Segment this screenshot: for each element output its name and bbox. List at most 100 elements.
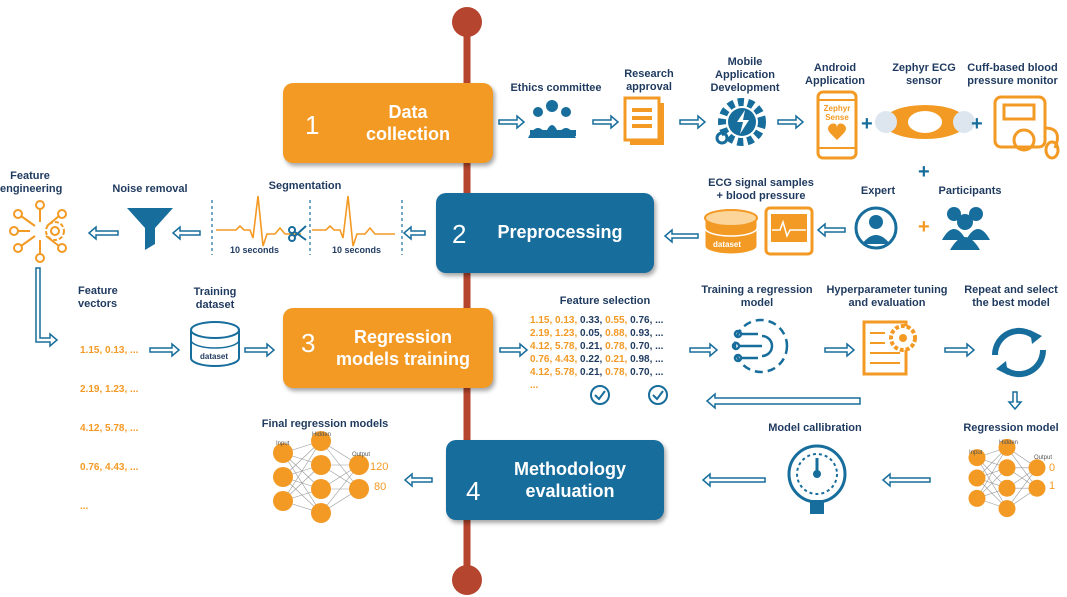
feature-selection-cell: 0.05, (577, 328, 603, 339)
feature-selection-label: Feature selection (559, 295, 651, 307)
stage-4-title: Methodology evaluation (514, 459, 626, 501)
zephyr-label: Zephyr ECG sensor (892, 62, 956, 87)
phone-icon (816, 90, 858, 160)
stage-2-number: 2 (452, 219, 467, 249)
vector-row: 1.15, 0.13, ... (80, 345, 139, 356)
expert-icon (854, 206, 898, 250)
nn-edge (282, 440, 322, 502)
vector-row: 4.12, 5.78, ... (80, 423, 139, 434)
hyperparameter-label: Hyperparameter tuning and evaluation (826, 284, 948, 309)
dataset-label-row2: dataset (713, 240, 742, 249)
stage-1-title: Data collection (365, 102, 450, 144)
participants-label: Participants (938, 185, 1002, 197)
feature-selection-cell: 0.21, (577, 341, 603, 352)
feature-selection-row: 4.12, 5.78, 0.21, 0.78, 0.70, ... (530, 340, 663, 353)
feature-selection-table: 1.15, 0.13, 0.33, 0.55, 0.76, ...2.19, 1… (530, 314, 663, 392)
training-dataset-label: Training dataset (193, 286, 237, 311)
segment-right-label: 10 seconds (332, 245, 382, 255)
nn-node (1028, 479, 1046, 497)
funnel-icon (127, 208, 173, 250)
ecg-samples-label: ECG signal samples + blood pressure (708, 177, 814, 202)
repeat-icon (991, 327, 1047, 378)
feature-selection-cell: 0.98, ... (627, 354, 664, 365)
feature-engineering-label: Feature engineering (0, 170, 63, 195)
training-database-icon (190, 321, 240, 367)
ecg-sensor-icon (875, 105, 975, 139)
feature-selection-cell: 0.55, (602, 315, 628, 326)
reg-output-2: 1 (1049, 480, 1056, 492)
nn-node (998, 438, 1016, 456)
nn-node (311, 479, 331, 499)
document-icon (623, 96, 664, 145)
nn-final-input-label: Input (276, 441, 290, 447)
plus-orange: + (918, 216, 930, 238)
feature-vectors-list: 1.15, 0.13, ... 2.19, 1.23, ... 4.12, 5.… (80, 318, 138, 526)
meeting-icon (528, 100, 576, 138)
dataset-label-row3: dataset (200, 352, 229, 361)
nn-node (311, 455, 331, 475)
feature-selection-cell: 0.78, (602, 367, 628, 378)
feature-selection-cell: 0.21, (602, 354, 628, 365)
ecg-wave-left (216, 195, 301, 247)
plus-2: + (971, 113, 983, 135)
nn-node (273, 491, 293, 511)
research-label: Research approval (624, 68, 674, 93)
stage-3-title: Regression models training (335, 327, 470, 369)
vector-row: 2.19, 1.23, ... (80, 384, 139, 395)
gauge-icon (787, 444, 847, 514)
ethics-label: Ethics committee (510, 82, 602, 94)
feature-selection-row: 4.12, 5.78, 0.21, 0.78, 0.70, ... (530, 366, 663, 379)
feature-selection-row: 2.19, 1.23, 0.05, 0.88, 0.93, ... (530, 327, 663, 340)
nn-node (968, 469, 986, 487)
stage-3-box: 3 Regression models training (283, 308, 493, 388)
feature-selection-cell: 0.76, ... (627, 315, 664, 326)
regression-model-label: Regression model (963, 422, 1059, 434)
feature-selection-cell: 1.15, 0.13, (530, 315, 578, 326)
stage-4-number: 4 (466, 476, 481, 506)
ecg-wave-right (312, 195, 395, 247)
nn-node (349, 479, 369, 499)
final-output-1: 120 (370, 461, 389, 473)
nn-node (998, 500, 1016, 518)
feature-selection-cell: 0.88, (602, 328, 628, 339)
nn-reg-output-label: Output (1034, 455, 1053, 461)
final-neural-network (273, 431, 369, 523)
expert-label: Expert (860, 185, 896, 197)
regression-neural-network (968, 438, 1046, 518)
nn-final-output-label: Output (352, 452, 371, 458)
phone-screen-text: Zephyr Sense (823, 104, 851, 122)
nn-node (968, 489, 986, 507)
nn-node (273, 443, 293, 463)
nn-node (349, 455, 369, 475)
nn-reg-input-label: Input (969, 450, 983, 456)
blood-pressure-monitor-icon (993, 95, 1060, 160)
stage-2-title: Preprocessing (497, 222, 623, 242)
feature-selection-more: ... (530, 380, 539, 391)
stage-2-box: 2 Preprocessing (436, 193, 654, 273)
feature-selection-cell: 0.33, (577, 315, 603, 326)
mobile-label: Mobile Application Development (710, 56, 780, 94)
vector-row: ... (80, 501, 89, 512)
feature-selection-cell: 0.76, 4.43, (530, 354, 578, 365)
nn-node (273, 467, 293, 487)
timeline-bottom-dot (452, 565, 482, 595)
feature-selection-cell: 4.12, 5.78, (530, 367, 578, 378)
training-model-label: Training a regression model (701, 284, 813, 309)
final-models-label: Final regression models (261, 418, 389, 430)
plus-3: + (918, 161, 930, 183)
noise-removal-label: Noise removal (112, 183, 188, 195)
nn-edge (976, 447, 1008, 499)
nn-node (968, 449, 986, 467)
training-network-icon (731, 318, 789, 374)
nn-reg-hidden-label: Hidden (999, 440, 1019, 446)
feature-selection-cell: 2.19, 1.23, (530, 328, 578, 339)
flow-arrows (35, 114, 1023, 488)
feature-selection-row: 1.15, 0.13, 0.33, 0.55, 0.76, ... (530, 314, 663, 327)
check-icons (590, 385, 668, 405)
feature-selection-cell: 0.70, ... (627, 367, 664, 378)
nn-node (998, 459, 1016, 477)
feature-selection-cell: 0.78, (602, 341, 628, 352)
nn-node (311, 503, 331, 523)
